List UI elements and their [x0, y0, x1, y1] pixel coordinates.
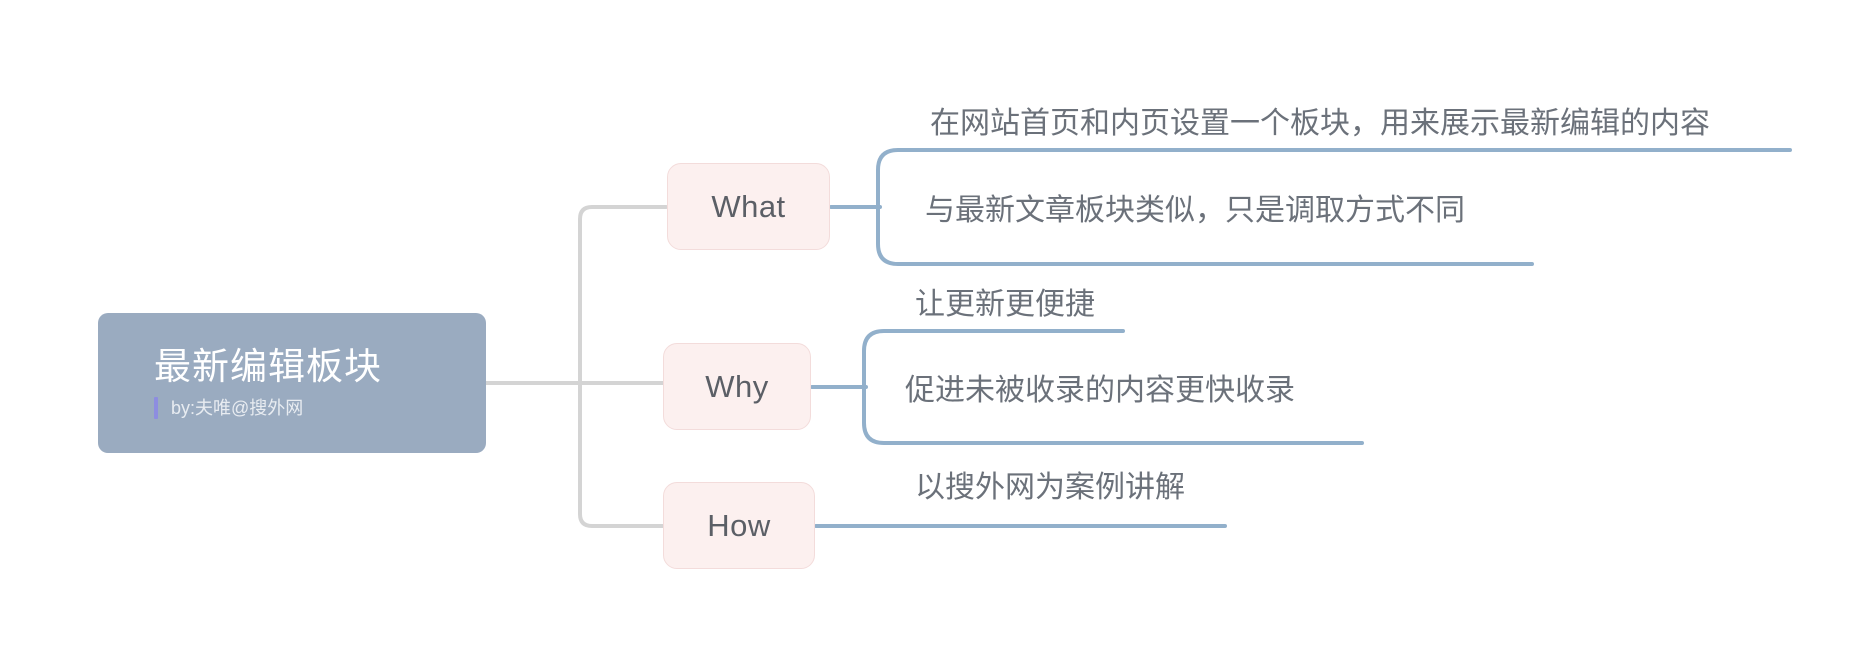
leaf-text-why-2[interactable]: 促进未被收录的内容更快收录 [905, 374, 1295, 407]
root-node[interactable]: 最新编辑板块 by:夫唯@搜外网 [98, 313, 486, 453]
leaf-text-why-1[interactable]: 让更新更便捷 [915, 288, 1095, 321]
branch-node-why[interactable]: Why [663, 343, 811, 430]
root-subtitle-row: by:夫唯@搜外网 [154, 397, 486, 420]
accent-bar-icon [154, 397, 158, 420]
connector-root-to-what [578, 205, 668, 385]
connector-root-to-how [578, 381, 668, 528]
root-subtitle: by:夫唯@搜外网 [171, 398, 304, 419]
leaf-text-what-2[interactable]: 与最新文章板块类似，只是调取方式不同 [925, 194, 1465, 227]
branch-node-how[interactable]: How [663, 482, 815, 569]
leaf-text-what-1[interactable]: 在网站首页和内页设置一个板块，用来展示最新编辑的内容 [930, 107, 1710, 140]
root-title: 最新编辑板块 [154, 345, 382, 387]
branch-node-what[interactable]: What [667, 163, 830, 250]
leaf-text-how-1[interactable]: 以搜外网为案例讲解 [915, 471, 1185, 504]
